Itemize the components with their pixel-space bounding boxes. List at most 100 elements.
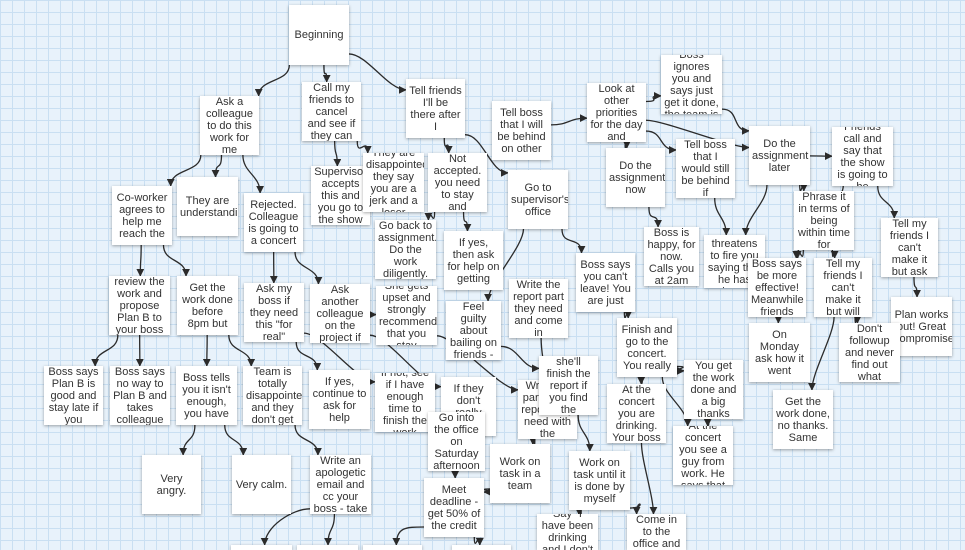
connector-n13-n18 — [424, 211, 436, 221]
node-concert-see-guy[interactable]: At the concert you see a guy from work. … — [673, 426, 733, 485]
node-ask-another-colleague[interactable]: Ask another colleague on the project if — [310, 284, 370, 343]
node-concert-drinking[interactable]: At the concert you are drinking. Your bo… — [607, 384, 666, 443]
node-office-saturday[interactable]: Go into the office on Saturday afternoon — [428, 412, 485, 471]
node-ask-boss-for-real[interactable]: Ask my boss if they need this "for real" — [244, 283, 304, 342]
node-apologetic-email[interactable]: Write an apologetic email and cc your bo… — [310, 455, 371, 514]
node-phrase-within-time[interactable]: Phrase it in terms of being within time … — [794, 191, 854, 250]
connector-n15-n27 — [136, 244, 145, 277]
node-label: Come in to the office and — [632, 514, 681, 550]
node-offscreen-3[interactable] — [363, 545, 422, 550]
connector-n0-n2 — [254, 64, 290, 97]
node-label: Co-worker agrees to help me reach the — [116, 191, 168, 240]
node-work-by-myself[interactable]: Work on task until it is done by myself — [569, 451, 630, 510]
connector-n57-n62 — [392, 526, 425, 546]
node-label: Rejected. Colleague is going to a concer… — [248, 198, 299, 247]
node-label: Boss threatens to fire you saying that h… — [707, 235, 761, 288]
node-look-priorities[interactable]: Look at other priorities for the day and — [587, 83, 646, 142]
connector-n14-n26 — [561, 228, 586, 254]
node-assignment-now[interactable]: Do the assignment now — [606, 148, 665, 207]
node-tell-friends-after[interactable]: Tell friends I'll be there after I — [406, 79, 465, 138]
node-go-supervisors-office[interactable]: Go to supervisor's office — [508, 170, 568, 229]
node-ask-colleague[interactable]: Ask a colleague to do this work for me — [200, 96, 259, 155]
node-work-in-team[interactable]: Work on task in a team — [490, 444, 550, 503]
node-review-plan-b[interactable]: review the work and propose Plan B to yo… — [109, 276, 170, 335]
connector-n56-n58 — [574, 506, 583, 517]
node-write-report-come-in[interactable]: Write the report part they need and come… — [509, 279, 568, 338]
connector-n17-n30 — [294, 251, 323, 285]
node-label: Finish and go to the concert. You really — [621, 323, 673, 372]
node-get-work-done-8pm[interactable]: Get the work done before 8pm but — [177, 276, 238, 335]
node-feel-guilty[interactable]: Feel guilty about bailing on friends - — [446, 301, 501, 360]
node-say-been-drinking[interactable]: Say "I have been drinking and I don't — [537, 514, 598, 550]
node-very-calm[interactable]: Very calm. — [232, 455, 291, 514]
node-label: Go back to assignment. Do the work dilig… — [378, 220, 436, 279]
node-label: Boss says you can't leave! You are just — [580, 258, 631, 307]
connector-n26-n35 — [623, 310, 633, 319]
node-boss-not-enough[interactable]: Boss tells you it isn't enough, you have — [176, 366, 237, 425]
node-she-finish-report[interactable]: She says she'll finish the report if you… — [539, 356, 598, 415]
node-label: Ask my boss if they need this "for real" — [249, 283, 299, 342]
node-label: Tell boss that I would still be behind i… — [681, 139, 730, 198]
node-team-disappointed[interactable]: Team is totally disappointed and they do… — [243, 366, 302, 425]
node-tell-friends-will[interactable]: Tell my friends I can't make it but will — [814, 258, 872, 317]
node-boss-plan-b-good[interactable]: Boss says Plan B is good and stay late i… — [44, 366, 103, 425]
node-tell-boss-still-behind[interactable]: Tell boss that I would still be behind i… — [676, 139, 735, 198]
node-offscreen-1[interactable] — [231, 545, 292, 550]
node-label: Phrase it in terms of being within time … — [798, 191, 850, 250]
node-label: Get the work done, no thanks. Same — [776, 395, 830, 444]
connector-n55-n57 — [483, 488, 492, 496]
node-beginning[interactable]: Beginning — [289, 5, 349, 65]
connector-n15-n28 — [162, 244, 190, 277]
node-label: At the concert you see a guy from work. … — [679, 426, 727, 485]
node-label: Tell friends I'll be there after I — [409, 84, 462, 133]
connector-n53-n60 — [260, 508, 311, 546]
connector-n0-n3 — [348, 53, 407, 94]
node-tell-boss-behind[interactable]: Tell boss that I will be behind on other — [492, 101, 551, 160]
node-boss-ignores[interactable]: Boss ignores you and says just get it do… — [661, 55, 722, 114]
node-label: On Monday ask how it went — [755, 328, 804, 377]
node-label: Boss says no way to Plan B and takes col… — [113, 366, 167, 425]
node-dont-followup[interactable]: Don't followup and never find out what — [839, 323, 900, 382]
node-not-accepted[interactable]: Not accepted. you need to stay and — [428, 153, 487, 212]
node-call-friends-cancel[interactable]: Call my friends to cancel and see if the… — [302, 82, 361, 141]
connector-n5-n9 — [645, 130, 677, 154]
node-boss-no-plan-b[interactable]: Boss says no way to Plan B and takes col… — [110, 366, 170, 425]
node-label: review the work and propose Plan B to yo… — [114, 276, 165, 335]
node-she-gets-upset[interactable]: She gets upset and strongly recommends t… — [376, 286, 437, 345]
node-label: Supervisor accepts this and you go to th… — [314, 166, 367, 225]
node-boss-says-effective[interactable]: Boss says be more effective! Meanwhile f… — [748, 258, 806, 317]
node-very-angry[interactable]: Very angry. — [142, 455, 201, 514]
node-if-not-enough-time[interactable]: If not, see if I have enough time to fin… — [375, 373, 435, 432]
node-finish-go-concert[interactable]: Finish and go to the concert. You really — [617, 318, 677, 377]
node-come-in-office[interactable]: Come in to the office and — [627, 514, 686, 550]
node-label: At the concert you are drinking. Your bo… — [612, 384, 661, 443]
node-friends-call[interactable]: Friends call and say that the show is go… — [832, 127, 893, 186]
node-label: Very angry. — [156, 472, 187, 497]
node-work-done-no-thanks[interactable]: Get the work done, no thanks. Same — [773, 390, 833, 449]
node-if-yes-ask-help[interactable]: If yes, then ask for help on getting — [444, 231, 503, 290]
node-plan-works-out[interactable]: Plan works out! Great compromise — [891, 297, 952, 356]
node-boss-threatens-fire[interactable]: Boss threatens to fire you saying that h… — [704, 235, 765, 288]
connector-n48-n49 — [703, 418, 712, 427]
node-meet-deadline[interactable]: Meet deadline - get 50% of the credit — [424, 478, 484, 537]
connector-n6-n7 — [721, 108, 750, 135]
node-rejected-colleague[interactable]: Rejected. Colleague is going to a concer… — [244, 193, 303, 252]
node-coworker-agrees[interactable]: Co-worker agrees to help me reach the — [112, 186, 172, 245]
node-boss-says-cant-leave[interactable]: Boss says you can't leave! You are just — [576, 253, 635, 312]
node-offscreen-4[interactable] — [452, 545, 511, 550]
node-work-done-thanks[interactable]: You get the work done and a big thanks — [684, 360, 743, 419]
node-assignment-later[interactable]: Do the assignment later — [749, 126, 810, 185]
node-they-are-understanding[interactable]: They are understanding — [177, 177, 238, 236]
node-monday-ask[interactable]: On Monday ask how it went — [749, 323, 810, 382]
node-they-are-disappointed[interactable]: They are disappointed, they say you are … — [363, 153, 424, 212]
node-go-back-assignment[interactable]: Go back to assignment. Do the work dilig… — [375, 220, 436, 279]
node-label: Ask another colleague on the project if — [316, 284, 364, 343]
node-supervisor-accepts[interactable]: Supervisor accepts this and you go to th… — [311, 166, 370, 225]
node-boss-happy[interactable]: Boss is happy, for now. Calls you at 2am — [644, 227, 699, 286]
connector-n30-n44 — [369, 334, 442, 391]
node-tell-friends-ask[interactable]: Tell my friends I can't make it but ask — [881, 218, 938, 277]
node-offscreen-2[interactable] — [297, 545, 358, 550]
connector-n5-n10 — [622, 140, 631, 149]
node-if-yes-continue[interactable]: If yes, continue to ask for help — [309, 370, 370, 429]
